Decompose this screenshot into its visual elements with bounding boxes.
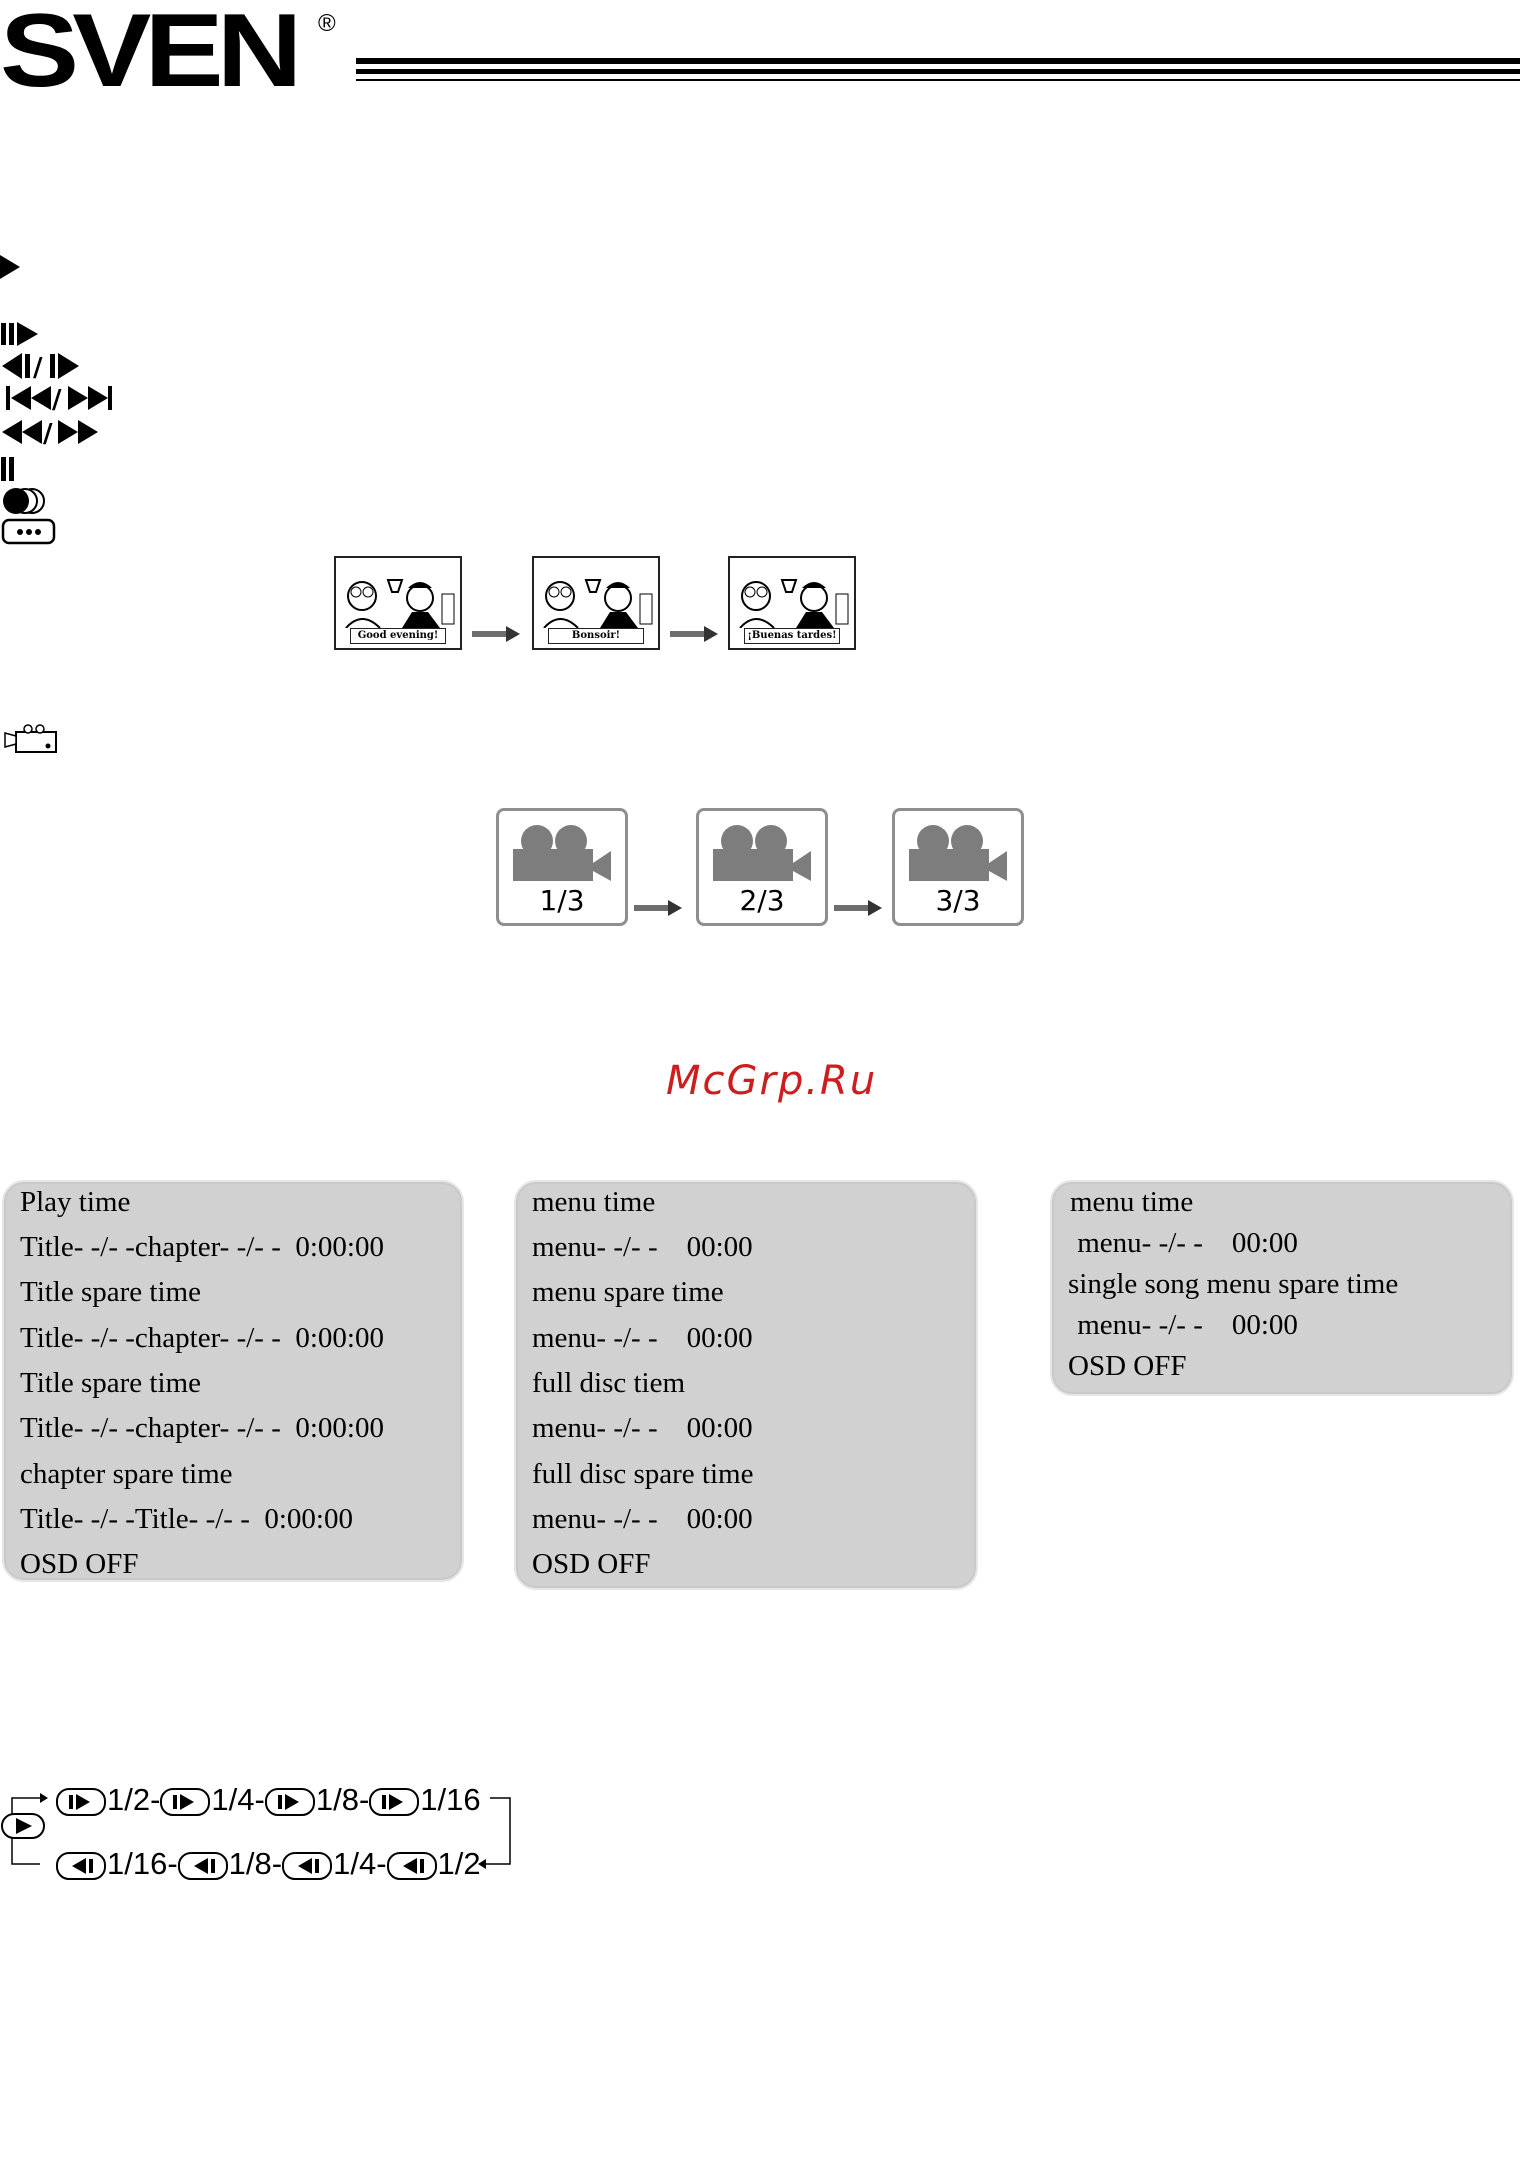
- speed-step: 1/4-: [211, 1782, 265, 1817]
- slow-reverse-icon: [56, 1851, 106, 1880]
- osd-line: Title- -/- -chapter- -/- - 0:00:00: [20, 1322, 384, 1354]
- arrow-right-icon: [634, 900, 684, 921]
- osd-line: menu- -/- - 00:00: [1070, 1309, 1298, 1341]
- slow-reverse-sequence: 1/16- 1/8- 1/4- 1/2: [56, 1846, 481, 1882]
- osd-line: OSD OFF: [532, 1548, 651, 1580]
- watermark: McGrp.Ru: [666, 1058, 878, 1104]
- angle-label-2: 2/3: [739, 884, 785, 917]
- osd-line: OSD OFF: [1068, 1350, 1187, 1382]
- subtitle-caption-2: Bonsoir!: [548, 628, 644, 644]
- speed-step: 1/8-: [228, 1846, 283, 1881]
- pause-icon: [0, 456, 20, 482]
- osd-line: full disc tiem: [532, 1367, 686, 1399]
- osd-line: single song menu spare time: [1068, 1268, 1399, 1300]
- subtitle-caption-3: ¡Buenas tardes!: [744, 628, 840, 644]
- svg-text:/: /: [33, 353, 43, 380]
- slow-reverse-forward-icon: /: [0, 352, 82, 380]
- osd-line: Title spare time: [20, 1367, 201, 1399]
- speed-step: 1/2-: [107, 1782, 161, 1817]
- slow-forward-icon: [160, 1787, 211, 1816]
- angle-frame-3: 3/3: [892, 808, 1024, 926]
- osd-line: menu- -/- - 00:00: [532, 1231, 753, 1263]
- osd-line: menu- -/- - 00:00: [532, 1503, 753, 1535]
- osd-line: Title- -/- -Title- -/- - 0:00:00: [20, 1503, 353, 1535]
- arrow-right-icon: [472, 626, 522, 647]
- osd-line: menu- -/- - 00:00: [532, 1322, 753, 1354]
- prev-next-icon: /: [0, 384, 116, 412]
- slow-forward-sequence: 1/2- 1/4- 1/8- 1/16: [56, 1782, 481, 1818]
- arrow-right-icon: [834, 900, 884, 921]
- speed-step: 1/16-: [107, 1846, 178, 1881]
- sven-logo: SVEN: [0, 0, 302, 109]
- subtitle-frame-1: Good evening!: [334, 556, 462, 650]
- osd-line: Title- -/- -chapter- -/- - 0:00:00: [20, 1412, 384, 1444]
- slow-reverse-icon: [177, 1851, 228, 1880]
- speed-step: 1/4-: [333, 1846, 387, 1881]
- registered-mark: ®: [318, 10, 336, 37]
- slow-forward-icon: [369, 1787, 420, 1816]
- cycle-connector: [1, 1793, 511, 1869]
- osd-line: full disc spare time: [532, 1458, 754, 1490]
- osd-line: Play time: [20, 1186, 131, 1218]
- play-icon: [0, 254, 24, 280]
- angle-frame-2: 2/3: [696, 808, 828, 926]
- svg-text:/: /: [52, 385, 62, 412]
- subtitle-icon: [0, 518, 58, 546]
- slow-forward-icon: [264, 1787, 315, 1816]
- osd-line: menu- -/- - 00:00: [532, 1412, 753, 1444]
- angle-camera-icon: [4, 724, 58, 754]
- slow-reverse-icon: [386, 1851, 437, 1880]
- osd-line: Title- -/- -chapter- -/- - 0:00:00: [20, 1231, 384, 1263]
- rewind-fast-forward-icon: /: [0, 418, 100, 446]
- subtitle-frame-2: Bonsoir!: [532, 556, 660, 650]
- osd-panel-vcd: menu time menu- -/- - 00:00 menu spare t…: [514, 1180, 978, 1590]
- subtitle-frame-3: ¡Buenas tardes!: [728, 556, 856, 650]
- osd-line: menu time: [532, 1186, 656, 1218]
- osd-panel-cd: menu time menu- -/- - 00:00 single song …: [1050, 1180, 1514, 1396]
- osd-line: menu time: [1070, 1186, 1194, 1218]
- header-rule: [356, 58, 1520, 86]
- speed-step: 1/2: [437, 1846, 481, 1881]
- osd-line: menu- -/- - 00:00: [1070, 1227, 1298, 1259]
- osd-panel-dvd: Play time Title- -/- -chapter- -/- - 0:0…: [2, 1180, 464, 1582]
- angle-label-1: 1/3: [539, 884, 585, 917]
- arrow-right-icon: [670, 626, 720, 647]
- audio-icon: [0, 486, 50, 516]
- subtitle-caption-1: Good evening!: [350, 628, 446, 644]
- slow-forward-icon: [56, 1787, 106, 1816]
- svg-text:/: /: [43, 419, 53, 446]
- slow-reverse-icon: [282, 1851, 333, 1880]
- osd-line: menu spare time: [532, 1276, 724, 1308]
- angle-frame-1: 1/3: [496, 808, 628, 926]
- osd-line: OSD OFF: [20, 1548, 139, 1580]
- osd-line: Title spare time: [20, 1276, 201, 1308]
- angle-label-3: 3/3: [935, 884, 981, 917]
- speed-step: 1/8-: [315, 1782, 370, 1817]
- speed-step: 1/16: [420, 1782, 481, 1817]
- step-forward-icon: [0, 321, 40, 347]
- osd-line: chapter spare time: [20, 1458, 233, 1490]
